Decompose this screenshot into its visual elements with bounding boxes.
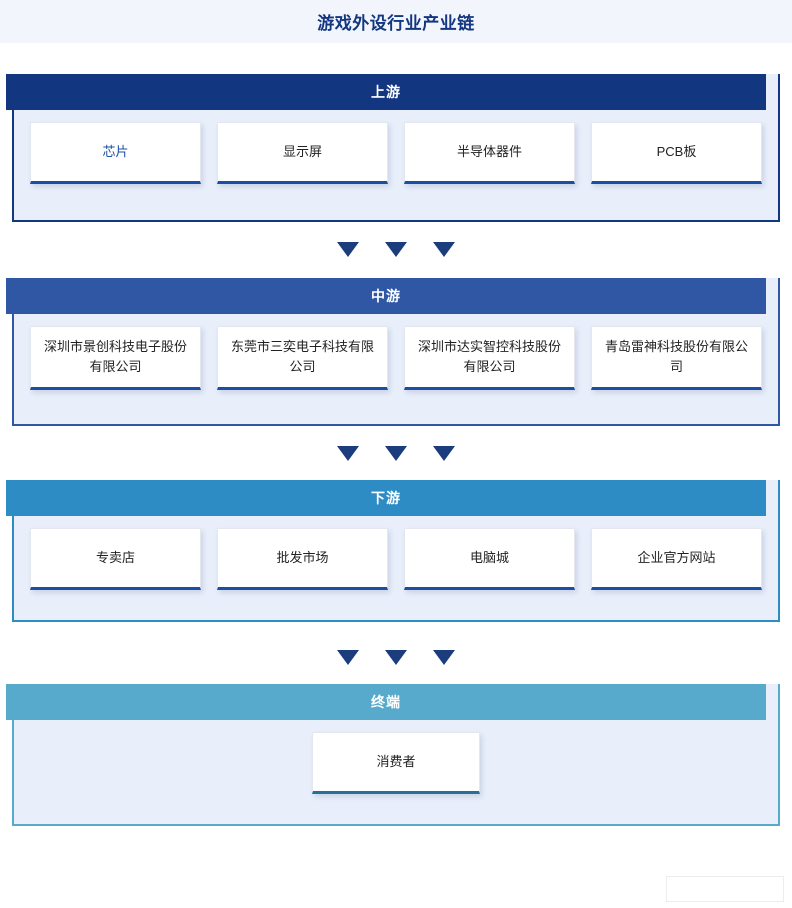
node-downstream-1[interactable]: 批发市场 (217, 528, 388, 590)
node-upstream-3[interactable]: PCB板 (591, 122, 762, 184)
connector-group-1 (0, 238, 792, 260)
tier-midstream-label: 中游 (371, 288, 401, 304)
node-downstream-2[interactable]: 电脑城 (404, 528, 575, 590)
down-arrow-icon (433, 445, 455, 461)
node-terminal-0[interactable]: 消费者 (312, 732, 480, 794)
down-arrow-icon (385, 445, 407, 461)
down-arrow-icon (337, 649, 359, 665)
down-arrow-icon (385, 241, 407, 257)
tier-upstream-header: 上游 (6, 74, 766, 110)
node-upstream-2[interactable]: 半导体器件 (404, 122, 575, 184)
tier-upstream-cards: 芯片 显示屏 半导体器件 PCB板 (14, 122, 778, 184)
node-upstream-0[interactable]: 芯片 (30, 122, 201, 184)
tier-upstream-label: 上游 (371, 84, 401, 100)
down-arrow-icon (433, 241, 455, 257)
page-title: 游戏外设行业产业链 (317, 14, 475, 33)
tier-terminal-label: 终端 (371, 694, 401, 710)
node-upstream-1[interactable]: 显示屏 (217, 122, 388, 184)
tier-midstream-cards: 深圳市景创科技电子股份有限公司 东莞市三奕电子科技有限公司 深圳市达实智控科技股… (14, 326, 778, 390)
down-arrow-icon (433, 649, 455, 665)
down-arrow-icon (337, 445, 359, 461)
tier-downstream-cards: 专卖店 批发市场 电脑城 企业官方网站 (14, 528, 778, 590)
node-midstream-2[interactable]: 深圳市达实智控科技股份有限公司 (404, 326, 575, 390)
down-arrow-icon (337, 241, 359, 257)
node-downstream-0[interactable]: 专卖店 (30, 528, 201, 590)
node-midstream-3[interactable]: 青岛雷神科技股份有限公司 (591, 326, 762, 390)
tier-downstream-header: 下游 (6, 480, 766, 516)
connector-group-3 (0, 646, 792, 668)
node-downstream-3[interactable]: 企业官方网站 (591, 528, 762, 590)
tier-terminal-cards: 消费者 (14, 732, 778, 794)
node-midstream-1[interactable]: 东莞市三奕电子科技有限公司 (217, 326, 388, 390)
connector-group-2 (0, 442, 792, 464)
node-midstream-0[interactable]: 深圳市景创科技电子股份有限公司 (30, 326, 201, 390)
tier-downstream-label: 下游 (371, 490, 401, 506)
tier-terminal-header: 终端 (6, 684, 766, 720)
tier-midstream-header: 中游 (6, 278, 766, 314)
down-arrow-icon (385, 649, 407, 665)
corner-artifact (666, 876, 784, 902)
diagram-title-band: 游戏外设行业产业链 (0, 0, 792, 43)
